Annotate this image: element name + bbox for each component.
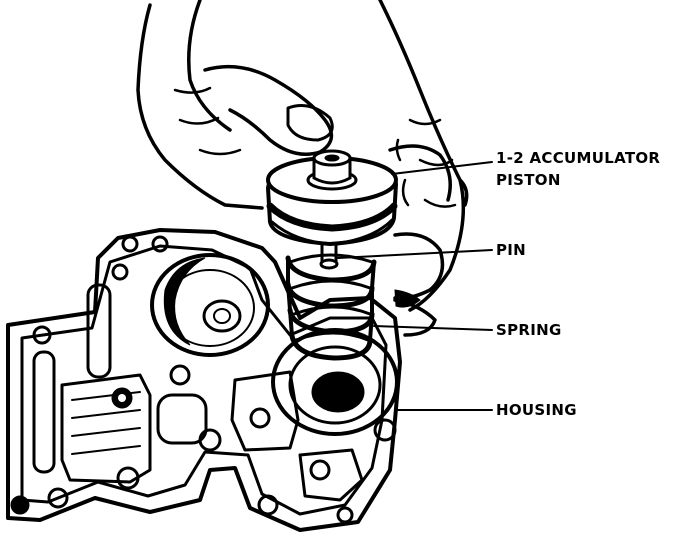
bolt-holes <box>10 235 397 524</box>
piston-seal-ring <box>266 202 398 232</box>
hand <box>136 0 469 337</box>
spring-side-right <box>368 260 376 342</box>
slot-4 <box>156 393 208 445</box>
slot-5 <box>230 370 300 452</box>
hand-knuckles <box>173 86 457 208</box>
accumulator-bore-floor <box>311 371 365 413</box>
bolt-hole <box>47 487 69 509</box>
hand-back-fingers <box>136 0 469 312</box>
bolt-hole <box>336 506 354 524</box>
bolt-hole <box>257 494 279 516</box>
label-housing: HOUSING <box>496 401 577 419</box>
label-piston-line2: PISTON <box>496 171 561 189</box>
leader-pin <box>337 249 493 259</box>
left-bore-hub <box>202 299 242 333</box>
piston-lower-edge <box>270 218 394 246</box>
bolt-hole <box>373 418 397 442</box>
bolt-hole <box>121 235 139 253</box>
pin-tip <box>319 258 339 270</box>
accumulator-bore-inner <box>288 345 382 425</box>
leader-lines <box>337 161 493 411</box>
hand-finger-shadow <box>394 289 421 308</box>
check-ball-center <box>118 394 126 402</box>
slot-3 <box>60 373 152 484</box>
bolt-hole-filled <box>10 495 30 515</box>
thumbnail <box>286 104 334 142</box>
bolt-hole <box>309 459 331 481</box>
left-bore-hub-hole <box>213 308 231 324</box>
label-spring: SPRING <box>496 321 562 339</box>
bolt-hole <box>198 428 222 452</box>
bolt-hole <box>32 325 52 345</box>
bolt-hole <box>116 466 140 490</box>
housing-inner-channel <box>20 244 388 516</box>
bolt-hole <box>151 235 169 253</box>
slot-2 <box>32 350 56 474</box>
label-piston-line1: 1-2 ACCUMULATOR <box>496 149 660 167</box>
callout-labels: 1-2 ACCUMULATOR PISTON PIN SPRING HOUSIN… <box>496 149 660 419</box>
spring <box>285 253 377 361</box>
left-bore <box>150 253 270 357</box>
label-pin: PIN <box>496 241 526 259</box>
leader-spring <box>373 325 493 331</box>
piston-stem-bore <box>324 154 340 162</box>
bolt-hole <box>169 364 191 386</box>
spring-side-left <box>286 256 294 338</box>
slot-3-shading <box>71 391 141 455</box>
piston <box>265 149 399 247</box>
spring-coil-front <box>285 255 377 361</box>
housing <box>6 228 402 532</box>
bolt-hole <box>249 407 271 429</box>
bolt-hole <box>111 263 129 281</box>
left-bore-shadow <box>163 257 206 346</box>
slot-1 <box>86 283 112 379</box>
leader-piston <box>391 161 493 175</box>
slot-6 <box>298 448 364 502</box>
